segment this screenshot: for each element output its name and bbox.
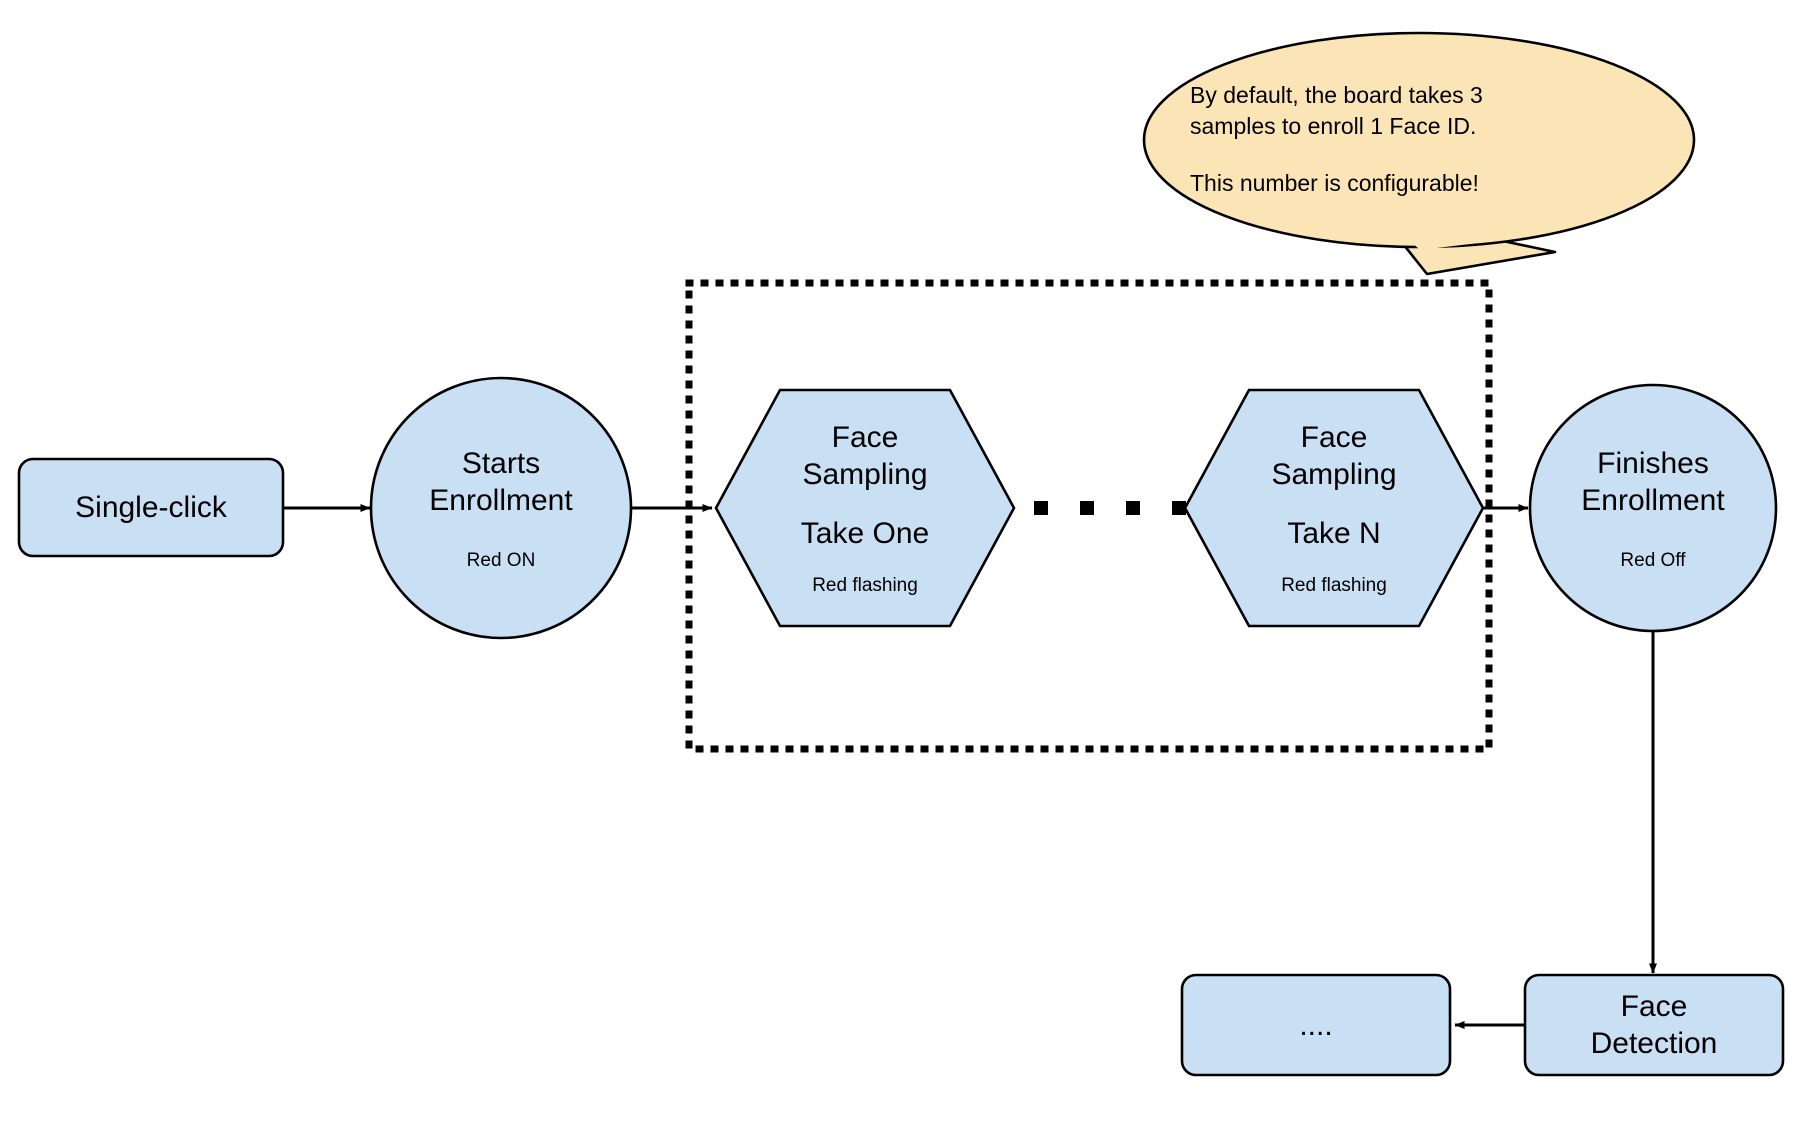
face-sampling-n-shape[interactable]: [1183, 388, 1485, 628]
starts-enrollment-shape[interactable]: [369, 376, 633, 640]
callout-tail-seam-patch: [1385, 205, 1520, 250]
face-sampling-one-shape[interactable]: [714, 388, 1016, 628]
finishes-enrollment-shape[interactable]: [1528, 383, 1778, 633]
single-click-shape[interactable]: [17, 457, 285, 558]
ellipsis-dots-between-samples: [1034, 501, 1186, 515]
sampling-group-box: [685, 279, 1493, 753]
more-steps-shape[interactable]: [1180, 973, 1452, 1077]
face-detection-shape[interactable]: [1523, 973, 1785, 1077]
